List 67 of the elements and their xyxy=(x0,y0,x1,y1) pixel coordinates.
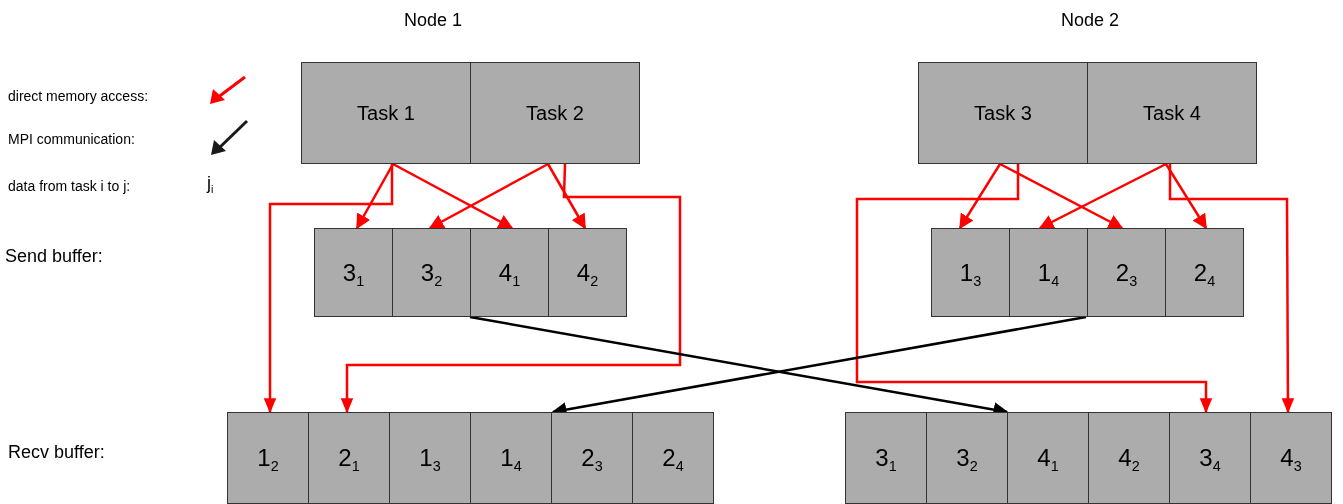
data-label: 1$_{4}$ xyxy=(1037,260,1060,285)
legend-sample-text: j$_{i}$ xyxy=(207,173,214,195)
row-label: Send buffer: xyxy=(5,246,103,268)
task-box xyxy=(1087,62,1257,164)
task-label: Task 4 xyxy=(1143,103,1201,123)
data-label: 4$_{2}$ xyxy=(1118,446,1140,470)
arrow xyxy=(392,162,514,230)
buffer-cell xyxy=(926,412,1008,504)
data-label: 2$_{3}$ xyxy=(581,446,603,470)
buffer-cell xyxy=(392,228,471,317)
buffer-cell xyxy=(1250,412,1332,504)
data-label: 3$_{2}$ xyxy=(420,260,443,285)
task-box xyxy=(301,62,471,164)
task-label: Task 2 xyxy=(526,103,584,123)
buffer-cell xyxy=(1165,228,1244,317)
task-box xyxy=(918,62,1088,164)
legend-text: direct memory access: xyxy=(8,88,149,105)
data-label: 4$_{3}$ xyxy=(1280,446,1302,470)
data-label: 4$_{1}$ xyxy=(498,260,521,285)
buffer-cell xyxy=(1009,228,1088,317)
legend-text: data from task i to j: xyxy=(8,178,131,195)
data-label: 4$_{1}$ xyxy=(1037,446,1059,470)
buffer-cell xyxy=(1169,412,1251,504)
node-title: Node 1 xyxy=(404,10,462,32)
buffer-cell xyxy=(548,228,627,317)
data-label: 3$_{1}$ xyxy=(342,260,365,285)
buffer-cell xyxy=(308,412,390,504)
data-label: 2$_{3}$ xyxy=(1115,260,1138,285)
arrow xyxy=(1164,163,1208,230)
buffer-cell xyxy=(632,412,714,504)
task-label: Task 3 xyxy=(974,103,1032,123)
buffer-cell xyxy=(470,228,549,317)
arrow xyxy=(546,163,587,230)
buffer-cell xyxy=(1087,228,1166,317)
data-label: 3$_{2}$ xyxy=(956,446,978,470)
data-label: 3$_{1}$ xyxy=(875,446,897,470)
arrow xyxy=(263,164,394,414)
arrow xyxy=(428,162,549,230)
arrow xyxy=(999,162,1124,230)
row-label: Recv buffer: xyxy=(8,442,105,464)
data-label: 2$_{4}$ xyxy=(662,446,684,470)
legend-text: MPI communication: xyxy=(8,131,135,148)
arrow xyxy=(855,164,1213,414)
buffer-cell xyxy=(227,412,309,504)
buffer-cell xyxy=(845,412,927,504)
data-label: 1$_{3}$ xyxy=(959,260,982,285)
arrow xyxy=(1038,162,1167,230)
data-label: 2$_{4}$ xyxy=(1193,260,1216,285)
buffer-cell xyxy=(389,412,471,504)
data-label: 3$_{4}$ xyxy=(1199,446,1221,470)
data-label: 1$_{4}$ xyxy=(500,446,522,470)
buffer-cell xyxy=(470,412,552,504)
buffer-cell xyxy=(314,228,393,317)
arrow xyxy=(958,163,1002,230)
data-label: 2$_{1}$ xyxy=(338,446,360,470)
data-label: 1$_{3}$ xyxy=(419,446,441,470)
data-label: 1$_{2}$ xyxy=(257,446,279,470)
buffer-cell xyxy=(1007,412,1089,504)
buffer-cell xyxy=(1088,412,1170,504)
task-box xyxy=(470,62,640,164)
buffer-cell xyxy=(551,412,633,504)
arrow xyxy=(1168,164,1295,414)
node-title: Node 2 xyxy=(1061,10,1119,32)
buffer-cell xyxy=(931,228,1010,317)
arrow xyxy=(340,163,682,414)
task-label: Task 1 xyxy=(357,103,415,123)
data-label: 4$_{2}$ xyxy=(576,260,599,285)
